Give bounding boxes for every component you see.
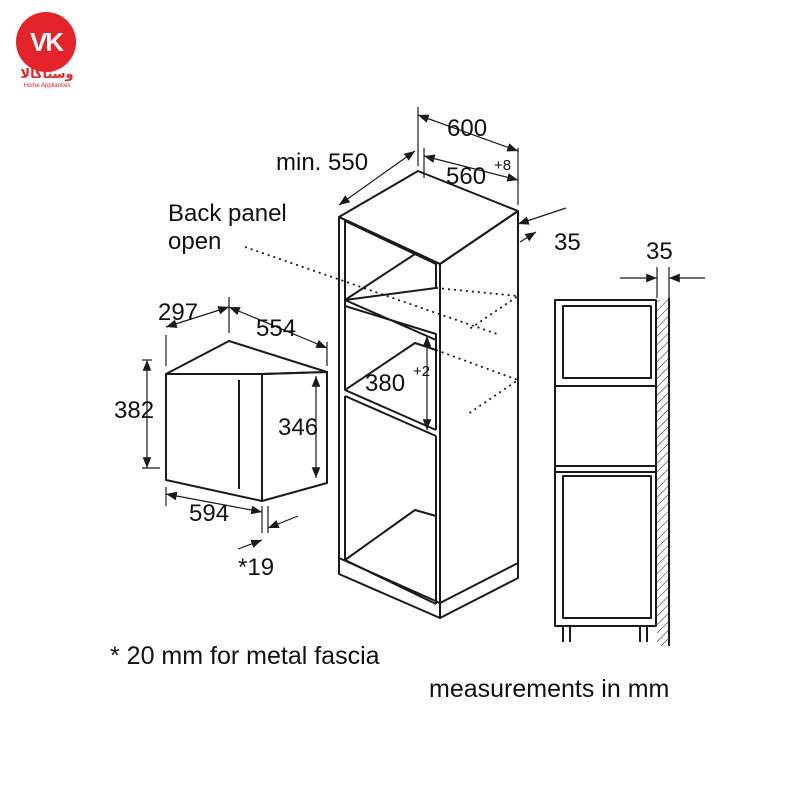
depth-35-cabinet-label: 35 <box>554 229 581 256</box>
height-346-label: 346 <box>278 414 318 441</box>
height-380-tolerance: +2 <box>413 363 430 380</box>
brand-name: وستاکالا <box>20 67 74 82</box>
cabinet-drawing <box>244 107 567 619</box>
height-380-label: 380 <box>365 370 405 397</box>
brand-tagline: Home Appliances <box>23 83 71 89</box>
side-view-drawing <box>554 267 705 646</box>
back-panel-open-label: open <box>168 228 221 255</box>
width-554-label: 554 <box>256 315 296 342</box>
fascia-19-label: *19 <box>238 554 274 581</box>
width-560-tolerance: +8 <box>494 157 511 174</box>
min-depth-label: min. 550 <box>276 149 368 176</box>
back-panel-label: Back panel <box>168 200 287 227</box>
depth-35-side-label: 35 <box>646 238 673 265</box>
height-382-label: 382 <box>114 397 154 424</box>
width-594-label: 594 <box>189 500 229 527</box>
fascia-note: * 20 mm for metal fascia <box>110 642 380 670</box>
units-note: measurements in mm <box>429 675 669 703</box>
width-560-label: 560 <box>446 163 486 190</box>
microwave-drawing <box>142 297 328 550</box>
depth-297-label: 297 <box>158 299 198 326</box>
vk-logo-icon: VK <box>16 12 76 72</box>
width-600-label: 600 <box>447 115 487 142</box>
